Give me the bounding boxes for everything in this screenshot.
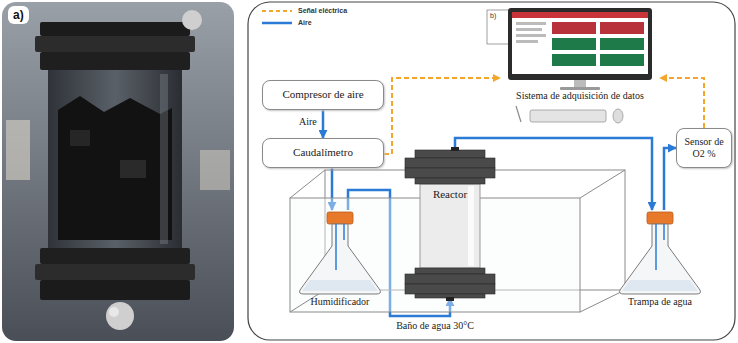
process-box: Compresor de aire [262,80,384,110]
flask-node: Humidificador [295,210,385,310]
flask-node: Trampa de agua [610,210,710,310]
legend-sample-air [262,22,292,25]
bath-label: Baño de agua 30°C [290,320,580,332]
computer-illustration [508,8,652,123]
reactor-label: Reactor [400,188,500,201]
process-box: Caudalímetro [262,138,384,168]
panel-frame [248,2,735,340]
reactor-photo [0,0,236,343]
flask-outline [295,210,385,310]
signal-line [660,78,704,128]
reactor-column: Reactor [400,150,500,298]
water-bath: Baño de agua 30°C Humidificador Reactor [290,168,630,336]
sensor-box: Sensor de O2 % [676,128,732,168]
air-line [664,148,676,210]
legend-text: Señal eléctrica [298,7,347,15]
panel-letter: a) [8,6,29,24]
panel-letter: b) [490,12,496,20]
flask-label: Humidificador [295,296,385,308]
reactor-outline [400,150,500,298]
computer-node: Sistema de adquisición de datos [500,4,660,128]
legend-sample-signal [262,10,292,12]
flask-label: Trampa de agua [610,296,710,308]
box-label: Compresor de aire [282,88,363,101]
edge-label: Aire [298,116,318,128]
signal-line [384,78,500,154]
flask-outline [610,210,710,310]
air-line [322,110,325,138]
box-label: Caudalímetro [293,146,353,159]
computer-label: Sistema de adquisición de datos [500,90,660,102]
box-label: Sensor de O2 % [681,136,727,160]
legend-text: Aire [298,19,312,27]
